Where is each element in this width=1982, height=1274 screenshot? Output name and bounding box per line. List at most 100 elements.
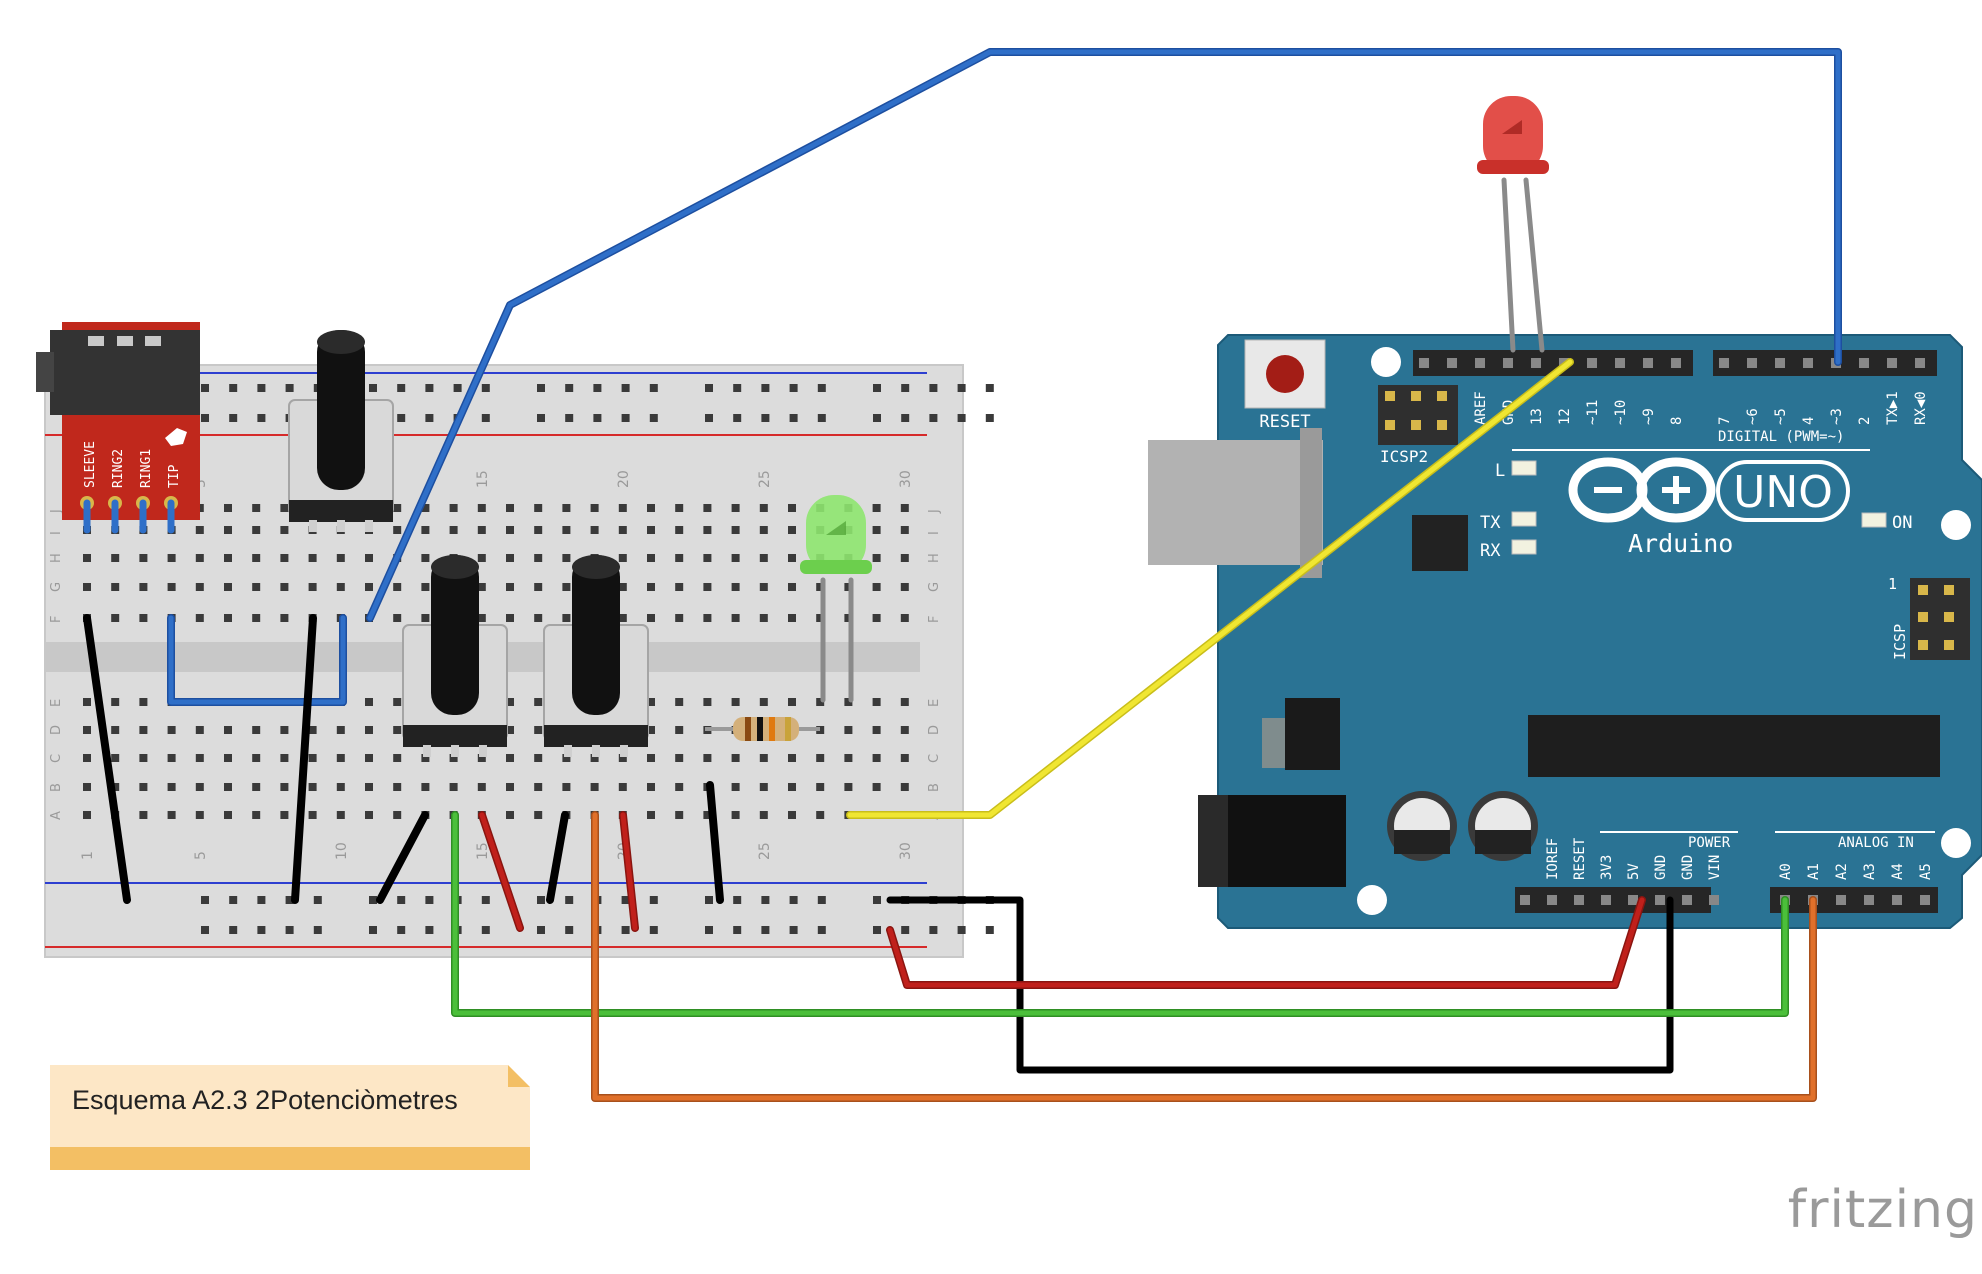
rail-hole[interactable] <box>537 896 545 904</box>
rail-hole[interactable] <box>229 384 238 392</box>
breadboard-hole[interactable] <box>618 614 627 622</box>
breadboard-hole[interactable] <box>618 554 627 562</box>
breadboard-hole[interactable] <box>900 783 909 791</box>
breadboard-hole[interactable] <box>647 504 655 512</box>
breadboard-hole[interactable] <box>816 811 825 819</box>
breadboard-hole[interactable] <box>195 614 204 622</box>
rail-hole[interactable] <box>621 926 630 934</box>
rail-hole[interactable] <box>397 896 406 904</box>
breadboard-hole[interactable] <box>675 783 684 791</box>
breadboard-hole[interactable] <box>590 526 599 534</box>
breadboard-hole[interactable] <box>365 754 373 762</box>
rail-hole[interactable] <box>733 926 742 934</box>
rail-hole[interactable] <box>257 926 266 934</box>
breadboard-hole[interactable] <box>731 526 740 534</box>
breadboard-hole[interactable] <box>675 726 684 734</box>
rail-hole[interactable] <box>565 414 574 422</box>
rail-hole[interactable] <box>985 926 994 934</box>
breadboard-hole[interactable] <box>449 783 458 791</box>
breadboard-hole[interactable] <box>816 614 825 622</box>
breadboard-hole[interactable] <box>562 583 571 591</box>
breadboard-hole[interactable] <box>844 614 853 622</box>
rail-hole[interactable] <box>565 896 574 904</box>
breadboard-hole[interactable] <box>167 811 176 819</box>
rail-hole[interactable] <box>481 896 490 904</box>
breadboard-hole[interactable] <box>506 583 514 591</box>
breadboard-hole[interactable] <box>336 811 345 819</box>
digital-header-pin[interactable] <box>1915 358 1925 368</box>
breadboard-hole[interactable] <box>788 698 796 706</box>
breadboard-hole[interactable] <box>280 554 289 562</box>
breadboard-hole[interactable] <box>280 754 289 762</box>
breadboard-hole[interactable] <box>534 754 543 762</box>
power-header-pin[interactable] <box>1547 895 1557 905</box>
digital-header-pin[interactable] <box>1887 358 1897 368</box>
breadboard-hole[interactable] <box>788 811 796 819</box>
digital-header-pin[interactable] <box>1531 358 1541 368</box>
breadboard-hole[interactable] <box>900 554 909 562</box>
breadboard-hole[interactable] <box>83 583 91 591</box>
breadboard-hole[interactable] <box>703 754 712 762</box>
breadboard-hole[interactable] <box>111 698 120 706</box>
breadboard-hole[interactable] <box>393 526 402 534</box>
breadboard-hole[interactable] <box>618 754 627 762</box>
breadboard-hole[interactable] <box>421 614 430 622</box>
breadboard-hole[interactable] <box>618 504 627 512</box>
rail-hole[interactable] <box>453 384 462 392</box>
breadboard-hole[interactable] <box>788 583 796 591</box>
breadboard-hole[interactable] <box>759 811 768 819</box>
breadboard-hole[interactable] <box>167 554 176 562</box>
rail-hole[interactable] <box>201 896 209 904</box>
breadboard-hole[interactable] <box>477 504 486 512</box>
power-header-pin[interactable] <box>1520 895 1530 905</box>
breadboard-hole[interactable] <box>900 504 909 512</box>
breadboard-hole[interactable] <box>647 811 655 819</box>
rail-hole[interactable] <box>901 926 910 934</box>
breadboard-hole[interactable] <box>224 726 232 734</box>
breadboard-hole[interactable] <box>872 726 881 734</box>
breadboard-hole[interactable] <box>195 583 204 591</box>
breadboard-hole[interactable] <box>731 754 740 762</box>
rail-hole[interactable] <box>705 896 713 904</box>
rail-hole[interactable] <box>957 926 966 934</box>
breadboard-hole[interactable] <box>336 726 345 734</box>
analog-header-pin[interactable] <box>1920 895 1930 905</box>
breadboard-hole[interactable] <box>534 614 543 622</box>
breadboard-hole[interactable] <box>252 783 261 791</box>
breadboard-hole[interactable] <box>111 754 120 762</box>
breadboard-hole[interactable] <box>731 583 740 591</box>
breadboard-hole[interactable] <box>477 583 486 591</box>
rail-hole[interactable] <box>565 384 574 392</box>
breadboard-hole[interactable] <box>788 504 796 512</box>
breadboard-hole[interactable] <box>844 726 853 734</box>
breadboard-hole[interactable] <box>590 783 599 791</box>
rail-hole[interactable] <box>705 384 713 392</box>
wire-black-pot3-gnd[interactable] <box>546 811 569 904</box>
breadboard-hole[interactable] <box>224 614 232 622</box>
breadboard-hole[interactable] <box>816 783 825 791</box>
analog-header-pin[interactable] <box>1892 895 1902 905</box>
rail-hole[interactable] <box>593 384 602 392</box>
rail-hole[interactable] <box>817 896 826 904</box>
digital-header-pin[interactable] <box>1859 358 1869 368</box>
breadboard-hole[interactable] <box>590 754 599 762</box>
breadboard-hole[interactable] <box>788 754 796 762</box>
breadboard-hole[interactable] <box>365 811 373 819</box>
rail-hole[interactable] <box>369 926 377 934</box>
breadboard-hole[interactable] <box>703 811 712 819</box>
breadboard-hole[interactable] <box>816 754 825 762</box>
potentiometer-3[interactable] <box>543 555 649 757</box>
breadboard-hole[interactable] <box>506 726 514 734</box>
rail-hole[interactable] <box>929 384 938 392</box>
rail-hole[interactable] <box>817 926 826 934</box>
rail-hole[interactable] <box>649 896 658 904</box>
breadboard-hole[interactable] <box>139 811 148 819</box>
power-header-pin[interactable] <box>1709 895 1719 905</box>
breadboard-hole[interactable] <box>562 526 571 534</box>
breadboard-hole[interactable] <box>788 526 796 534</box>
breadboard-hole[interactable] <box>900 614 909 622</box>
rail-hole[interactable] <box>397 926 406 934</box>
breadboard-hole[interactable] <box>759 526 768 534</box>
rail-hole[interactable] <box>789 926 798 934</box>
breadboard-hole[interactable] <box>111 583 120 591</box>
